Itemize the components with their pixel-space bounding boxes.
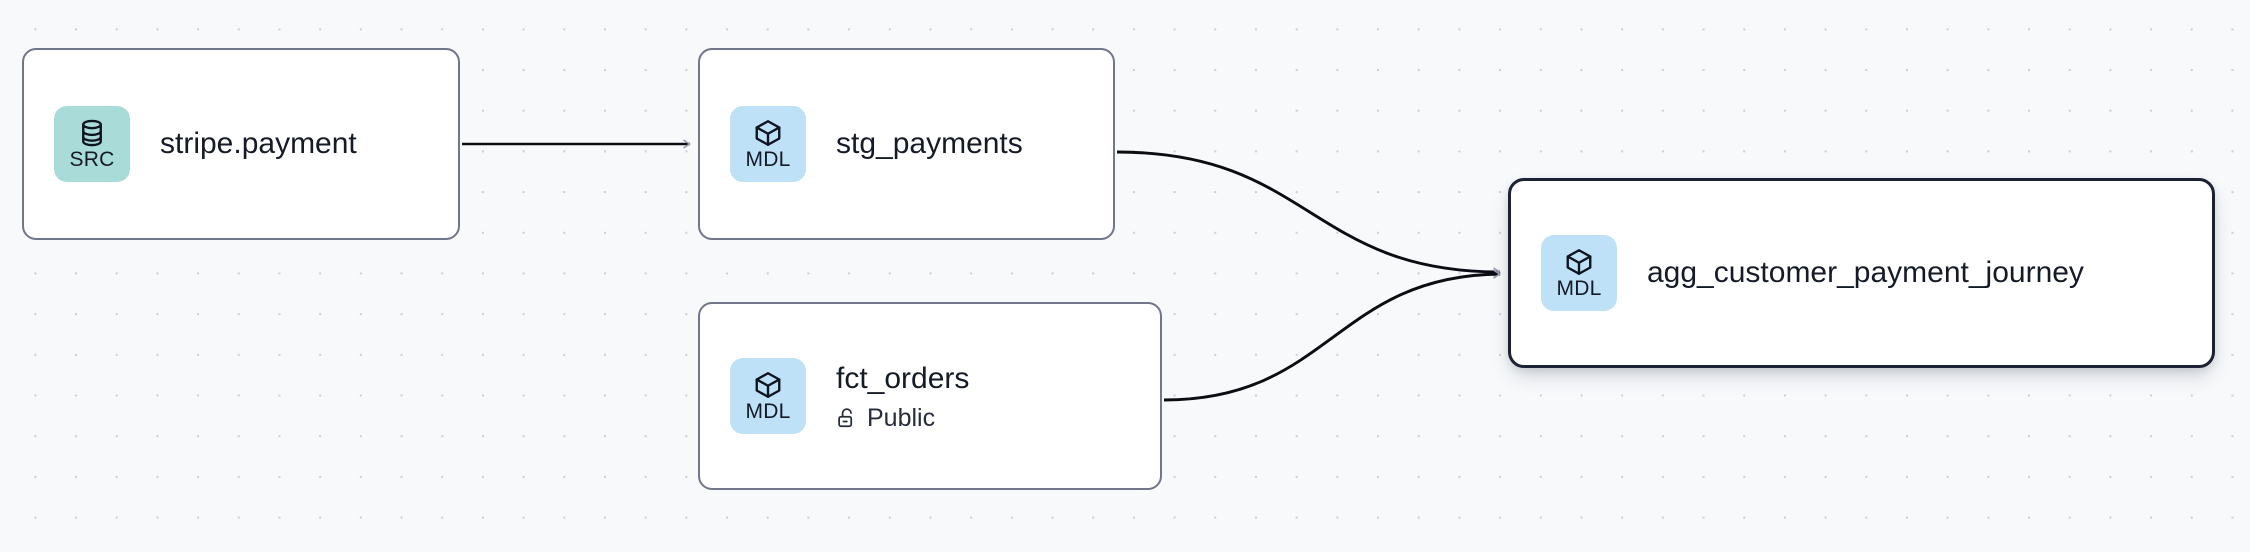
graph-node-fct-orders[interactable]: MDL fct_orders Public: [698, 302, 1162, 490]
node-body: stripe.payment: [160, 126, 357, 162]
node-title: fct_orders: [836, 361, 970, 395]
node-body: agg_customer_payment_journey: [1647, 255, 2084, 291]
node-title: stg_payments: [836, 127, 1023, 160]
model-badge: MDL: [730, 358, 806, 434]
model-badge: MDL: [730, 106, 806, 182]
unlock-icon: [836, 407, 858, 429]
node-visibility: Public: [836, 404, 969, 432]
cube-icon: [1564, 247, 1594, 278]
cube-icon: [753, 118, 783, 149]
graph-node-stripe-payment[interactable]: SRC stripe.payment: [22, 48, 460, 240]
source-badge: SRC: [54, 106, 130, 182]
database-icon: [77, 118, 107, 149]
model-badge-label: MDL: [745, 148, 791, 171]
model-badge-label: MDL: [1556, 277, 1602, 300]
node-title: stripe.payment: [160, 127, 357, 160]
cube-icon: [753, 370, 783, 401]
edge-fct-to-agg: [1163, 269, 1501, 402]
node-visibility-label: Public: [867, 403, 936, 432]
node-title: agg_customer_payment_journey: [1647, 256, 2084, 289]
model-badge: MDL: [1541, 235, 1617, 311]
graph-node-stg-payments[interactable]: MDL stg_payments: [698, 48, 1115, 240]
model-badge-label: MDL: [745, 400, 791, 423]
node-body: stg_payments: [836, 126, 1023, 162]
node-body: fct_orders Public: [836, 361, 969, 432]
graph-node-agg-customer-payment-journey[interactable]: MDL agg_customer_payment_journey: [1508, 178, 2215, 368]
edge-stg-to-agg: [1116, 150, 1501, 277]
source-badge-label: SRC: [69, 148, 115, 171]
